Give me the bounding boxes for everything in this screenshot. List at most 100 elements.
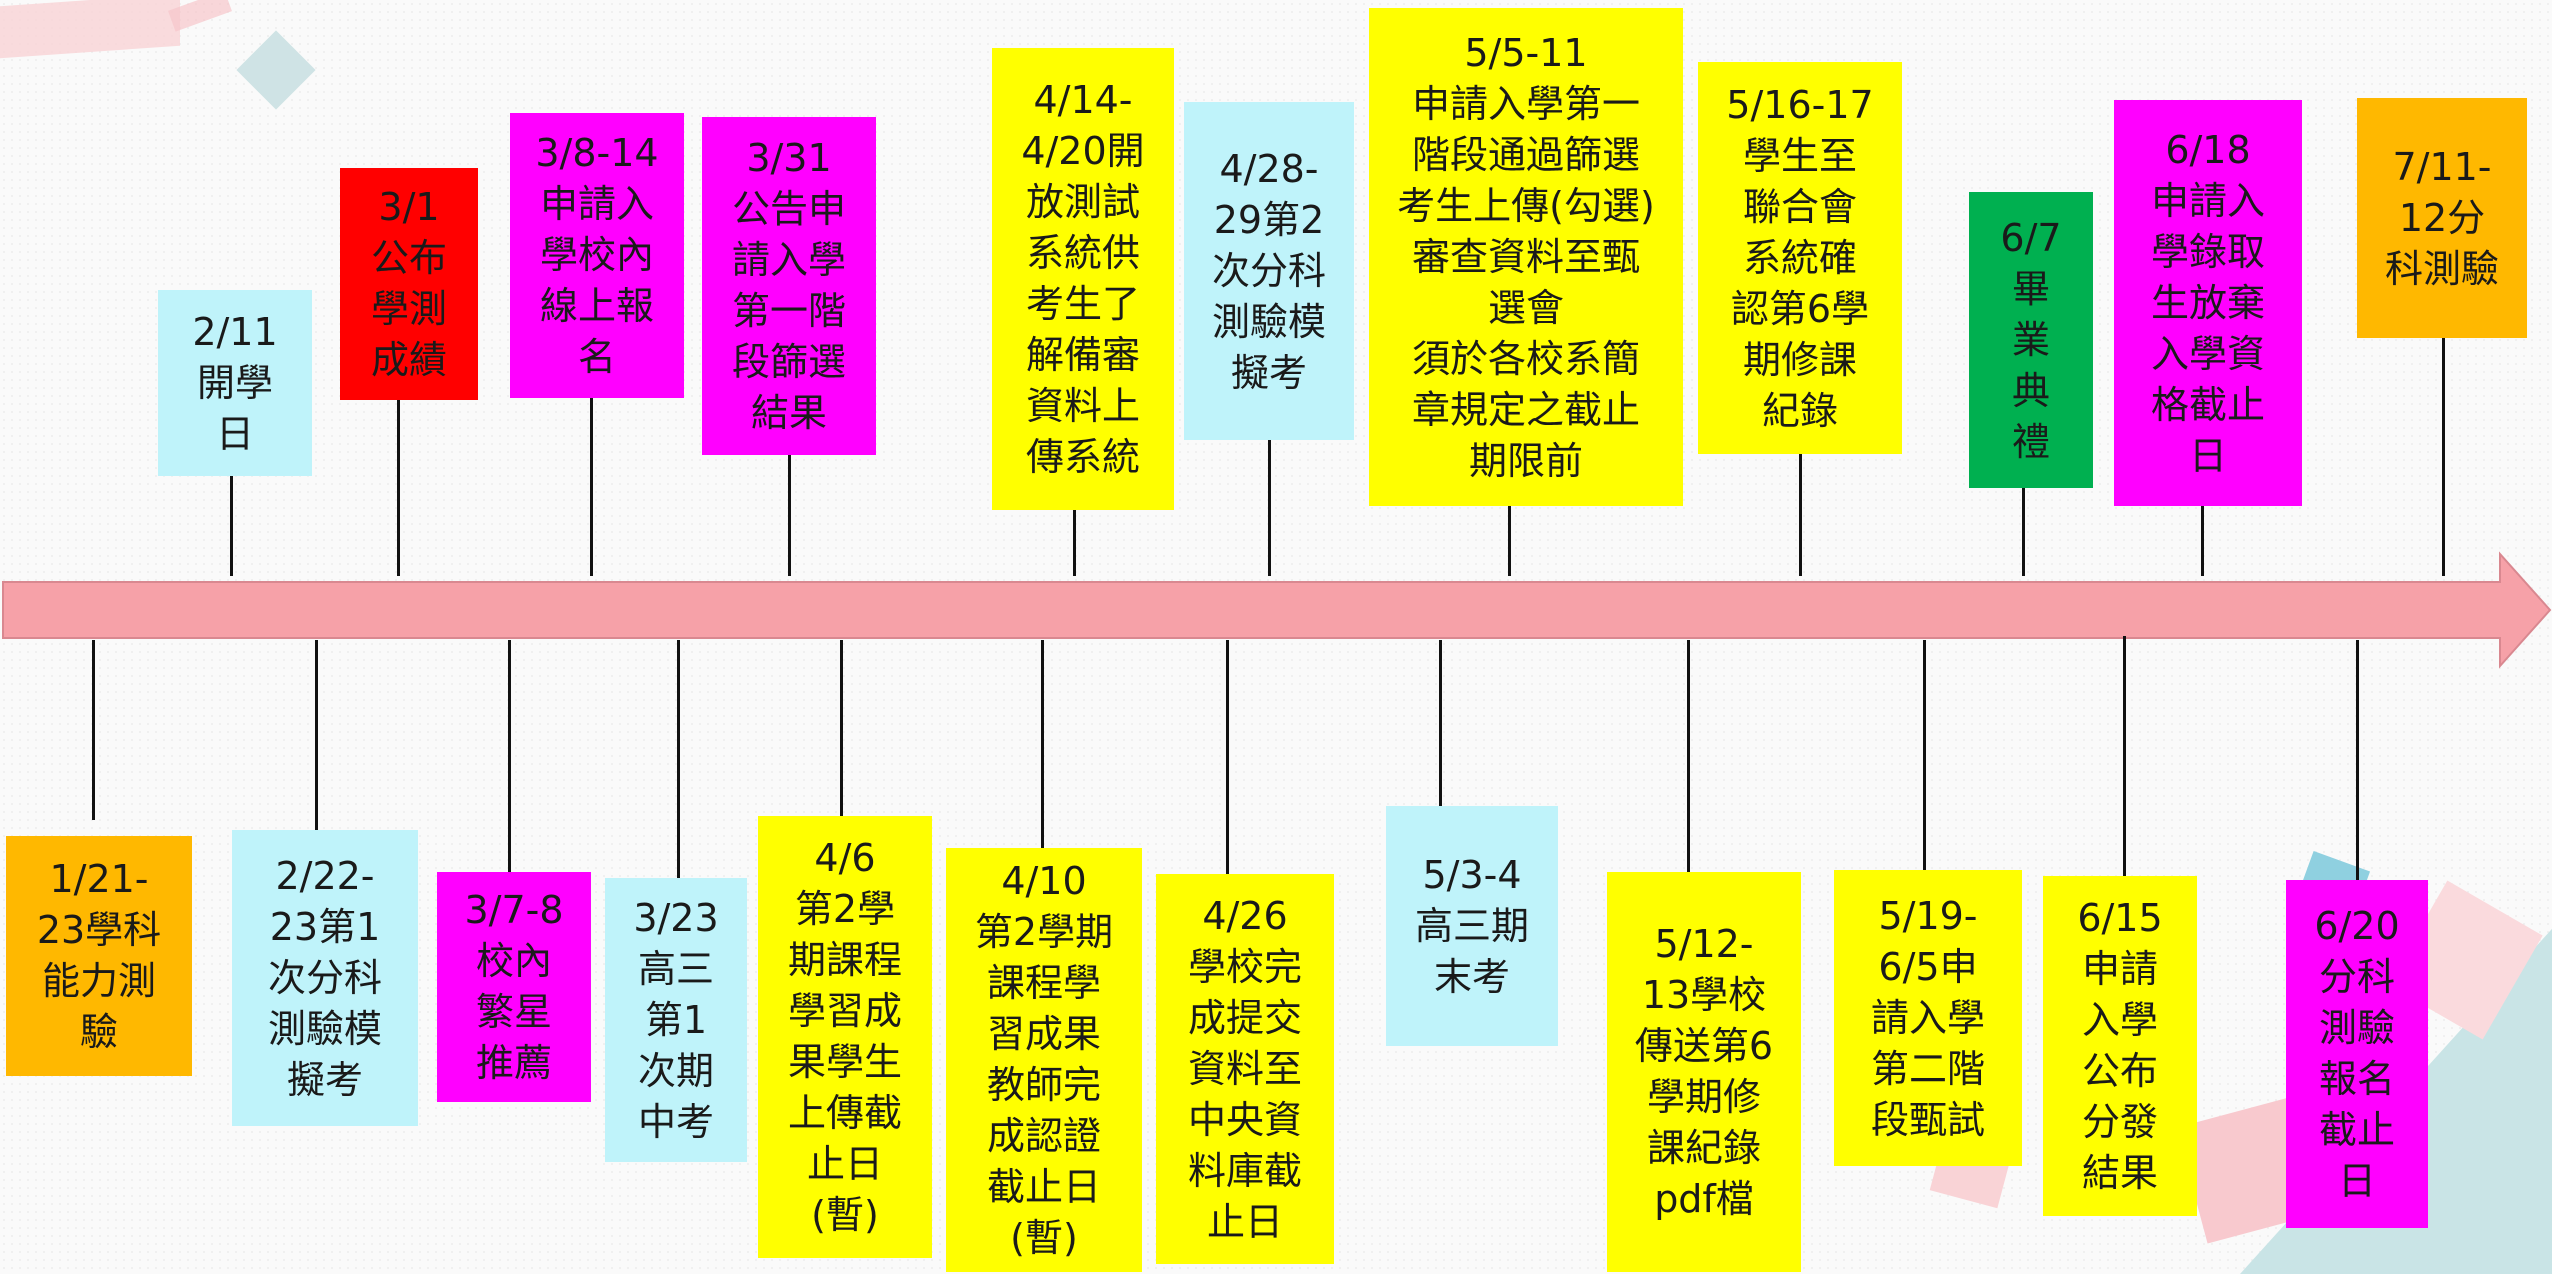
event-card: 7/11- 12分 科測驗 <box>2357 98 2527 338</box>
event-card-line: 習成果 <box>986 1012 1101 1056</box>
event-card-line: 入學資 <box>2150 331 2265 376</box>
event-card: 4/28- 29第2 次分科 測驗模 擬考 <box>1184 102 1354 440</box>
event-card-line: 次期 <box>637 1048 714 1093</box>
event-card-line: 3/7-8 <box>464 888 564 932</box>
event-card-line: 5/3-4 <box>1422 852 1522 897</box>
event-card-line: 23學科 <box>36 908 162 952</box>
event-card: 3/31 公告申 請入學 第一階 段篩選 結果 <box>702 117 876 455</box>
event-card-line: 4/28- <box>1219 146 1319 191</box>
connector-line <box>2201 506 2204 576</box>
event-card-line: 學校完 <box>1187 944 1302 989</box>
event-card-line: 選會 <box>1487 285 1564 330</box>
event-card-line: 3/23 <box>633 895 719 940</box>
event-card-line: 4/14- <box>1033 78 1133 122</box>
event-card-line: 期限前 <box>1468 438 1583 483</box>
event-card: 4/14- 4/20開 放測試 系統供 考生了 解備審 資料上 傳系統 <box>992 48 1174 510</box>
event-card-line: 學期修 <box>1646 1075 1761 1119</box>
event-card-line: 放測試 <box>1025 180 1140 224</box>
event-card: 5/3-4 高三期 末考 <box>1386 806 1558 1046</box>
event-card-line: 傳送第6 <box>1634 1024 1774 1068</box>
event-card-line: 成提交 <box>1187 995 1302 1040</box>
event-card-line: 聯合會 <box>1742 184 1857 229</box>
event-card-line: 學校內 <box>539 233 654 277</box>
event-card-line: 公布 <box>370 236 447 280</box>
event-card-line: 擬考 <box>286 1057 363 1102</box>
event-card-line: 日 <box>215 411 254 456</box>
event-card: 5/12- 13學校 傳送第6 學期修 課紀錄 pdf檔 <box>1607 872 1801 1272</box>
connector-line <box>1073 510 1076 576</box>
event-card-line: 期修課 <box>1742 337 1857 382</box>
event-card: 4/10 第2學期 課程學 習成果 教師完 成認證 截止日 (暫) <box>946 848 1142 1272</box>
event-card-line: 公告申 <box>731 187 846 231</box>
event-card-line: 29第2 <box>1213 197 1325 242</box>
event-card-line: 第二階 <box>1870 1046 1985 1091</box>
event-card-line: 申請入 <box>539 182 654 226</box>
connector-line <box>677 640 680 878</box>
connector-line <box>315 640 318 830</box>
event-card-line: 結果 <box>2081 1151 2158 1195</box>
timeline-arrow <box>2 551 2552 669</box>
event-card-line: (暫) <box>1010 1216 1078 1260</box>
event-card-line: 23第1 <box>269 904 381 949</box>
event-card-line: 課紀錄 <box>1646 1126 1761 1170</box>
event-card-line: 截止 <box>2318 1108 2395 1152</box>
connector-line <box>1041 640 1044 848</box>
event-card-line: 第2學期 <box>974 910 1114 954</box>
event-card: 3/1 公布 學測 成績 <box>340 168 478 400</box>
event-card: 3/7-8 校內 繁星 推薦 <box>437 872 591 1102</box>
event-card-line: 4/6 <box>814 836 876 880</box>
connector-line <box>840 640 843 816</box>
connector-line <box>1226 640 1229 874</box>
event-card-line: 資料上 <box>1025 384 1140 428</box>
connector-line <box>508 640 511 872</box>
event-card-line: 6/5申 <box>1878 944 1978 989</box>
event-card-line: 繁星 <box>475 990 552 1034</box>
event-card-line: 開學 <box>196 360 273 405</box>
decor-pink-shape-top-left <box>0 0 180 59</box>
event-card-line: 分發 <box>2081 1100 2158 1144</box>
event-card-line: 分科 <box>2318 955 2395 999</box>
connector-line <box>2123 636 2126 876</box>
event-card-line: 次分科 <box>267 955 382 1000</box>
connector-line <box>92 640 95 820</box>
event-card-line: 3/1 <box>378 185 440 229</box>
event-card: 5/16-17 學生至 聯合會 系統確 認第6學 期修課 紀錄 <box>1698 62 1902 454</box>
event-card-line: 第1 <box>644 997 708 1042</box>
event-card-line: 能力測 <box>41 959 156 1003</box>
event-card: 6/7 畢 業 典 禮 <box>1969 192 2093 488</box>
event-card-line: 認第6學 <box>1730 286 1870 331</box>
connector-line <box>1268 440 1271 576</box>
connector-line <box>1439 640 1442 806</box>
event-card-line: 13學校 <box>1641 973 1767 1017</box>
event-card-line: 4/20開 <box>1021 129 1145 173</box>
event-card-line: 成認證 <box>986 1114 1101 1158</box>
event-card-line: 5/5-11 <box>1464 30 1588 75</box>
event-card-line: 傳系統 <box>1025 435 1140 479</box>
event-card-line: (暫) <box>811 1193 879 1237</box>
event-card-line: 測驗 <box>2318 1006 2395 1050</box>
event-card-line: 7/11- <box>2392 144 2492 189</box>
event-card-line: 5/12- <box>1654 922 1754 966</box>
event-card-line: 請入學 <box>731 238 846 282</box>
connector-line <box>1687 640 1690 872</box>
event-card-line: 截止日 <box>986 1165 1101 1209</box>
event-card: 6/20 分科 測驗 報名 截止 日 <box>2286 880 2428 1228</box>
event-card-line: 教師完 <box>986 1063 1101 1107</box>
event-card: 4/6 第2學 期課程 學習成 果學生 上傳截 止日 (暫) <box>758 816 932 1258</box>
event-card-line: 次分科 <box>1211 248 1326 293</box>
event-card-line: 課程學 <box>986 961 1101 1005</box>
event-card-line: 考生了 <box>1025 282 1140 326</box>
event-card-line: 4/10 <box>1001 859 1087 903</box>
event-card-line: 系統確 <box>1742 235 1857 280</box>
event-card-line: 報名 <box>2318 1057 2395 1101</box>
event-card-line: 6/18 <box>2165 127 2251 172</box>
event-card-line: 結果 <box>750 391 827 435</box>
event-card-line: 期課程 <box>787 938 902 982</box>
event-card-line: 業 <box>2011 317 2050 362</box>
event-card-line: 須於各校系簡 <box>1411 336 1640 381</box>
event-card: 5/5-11 申請入學第一 階段通過篩選 考生上傳(勾選) 審查資料至甄 選會 … <box>1369 8 1683 506</box>
event-card: 6/18 申請入 學錄取 生放棄 入學資 格截止 日 <box>2114 100 2302 506</box>
event-card-line: 5/19- <box>1878 893 1978 938</box>
event-card-line: 畢 <box>2011 266 2050 311</box>
event-card-line: 料庫截 <box>1187 1148 1302 1193</box>
